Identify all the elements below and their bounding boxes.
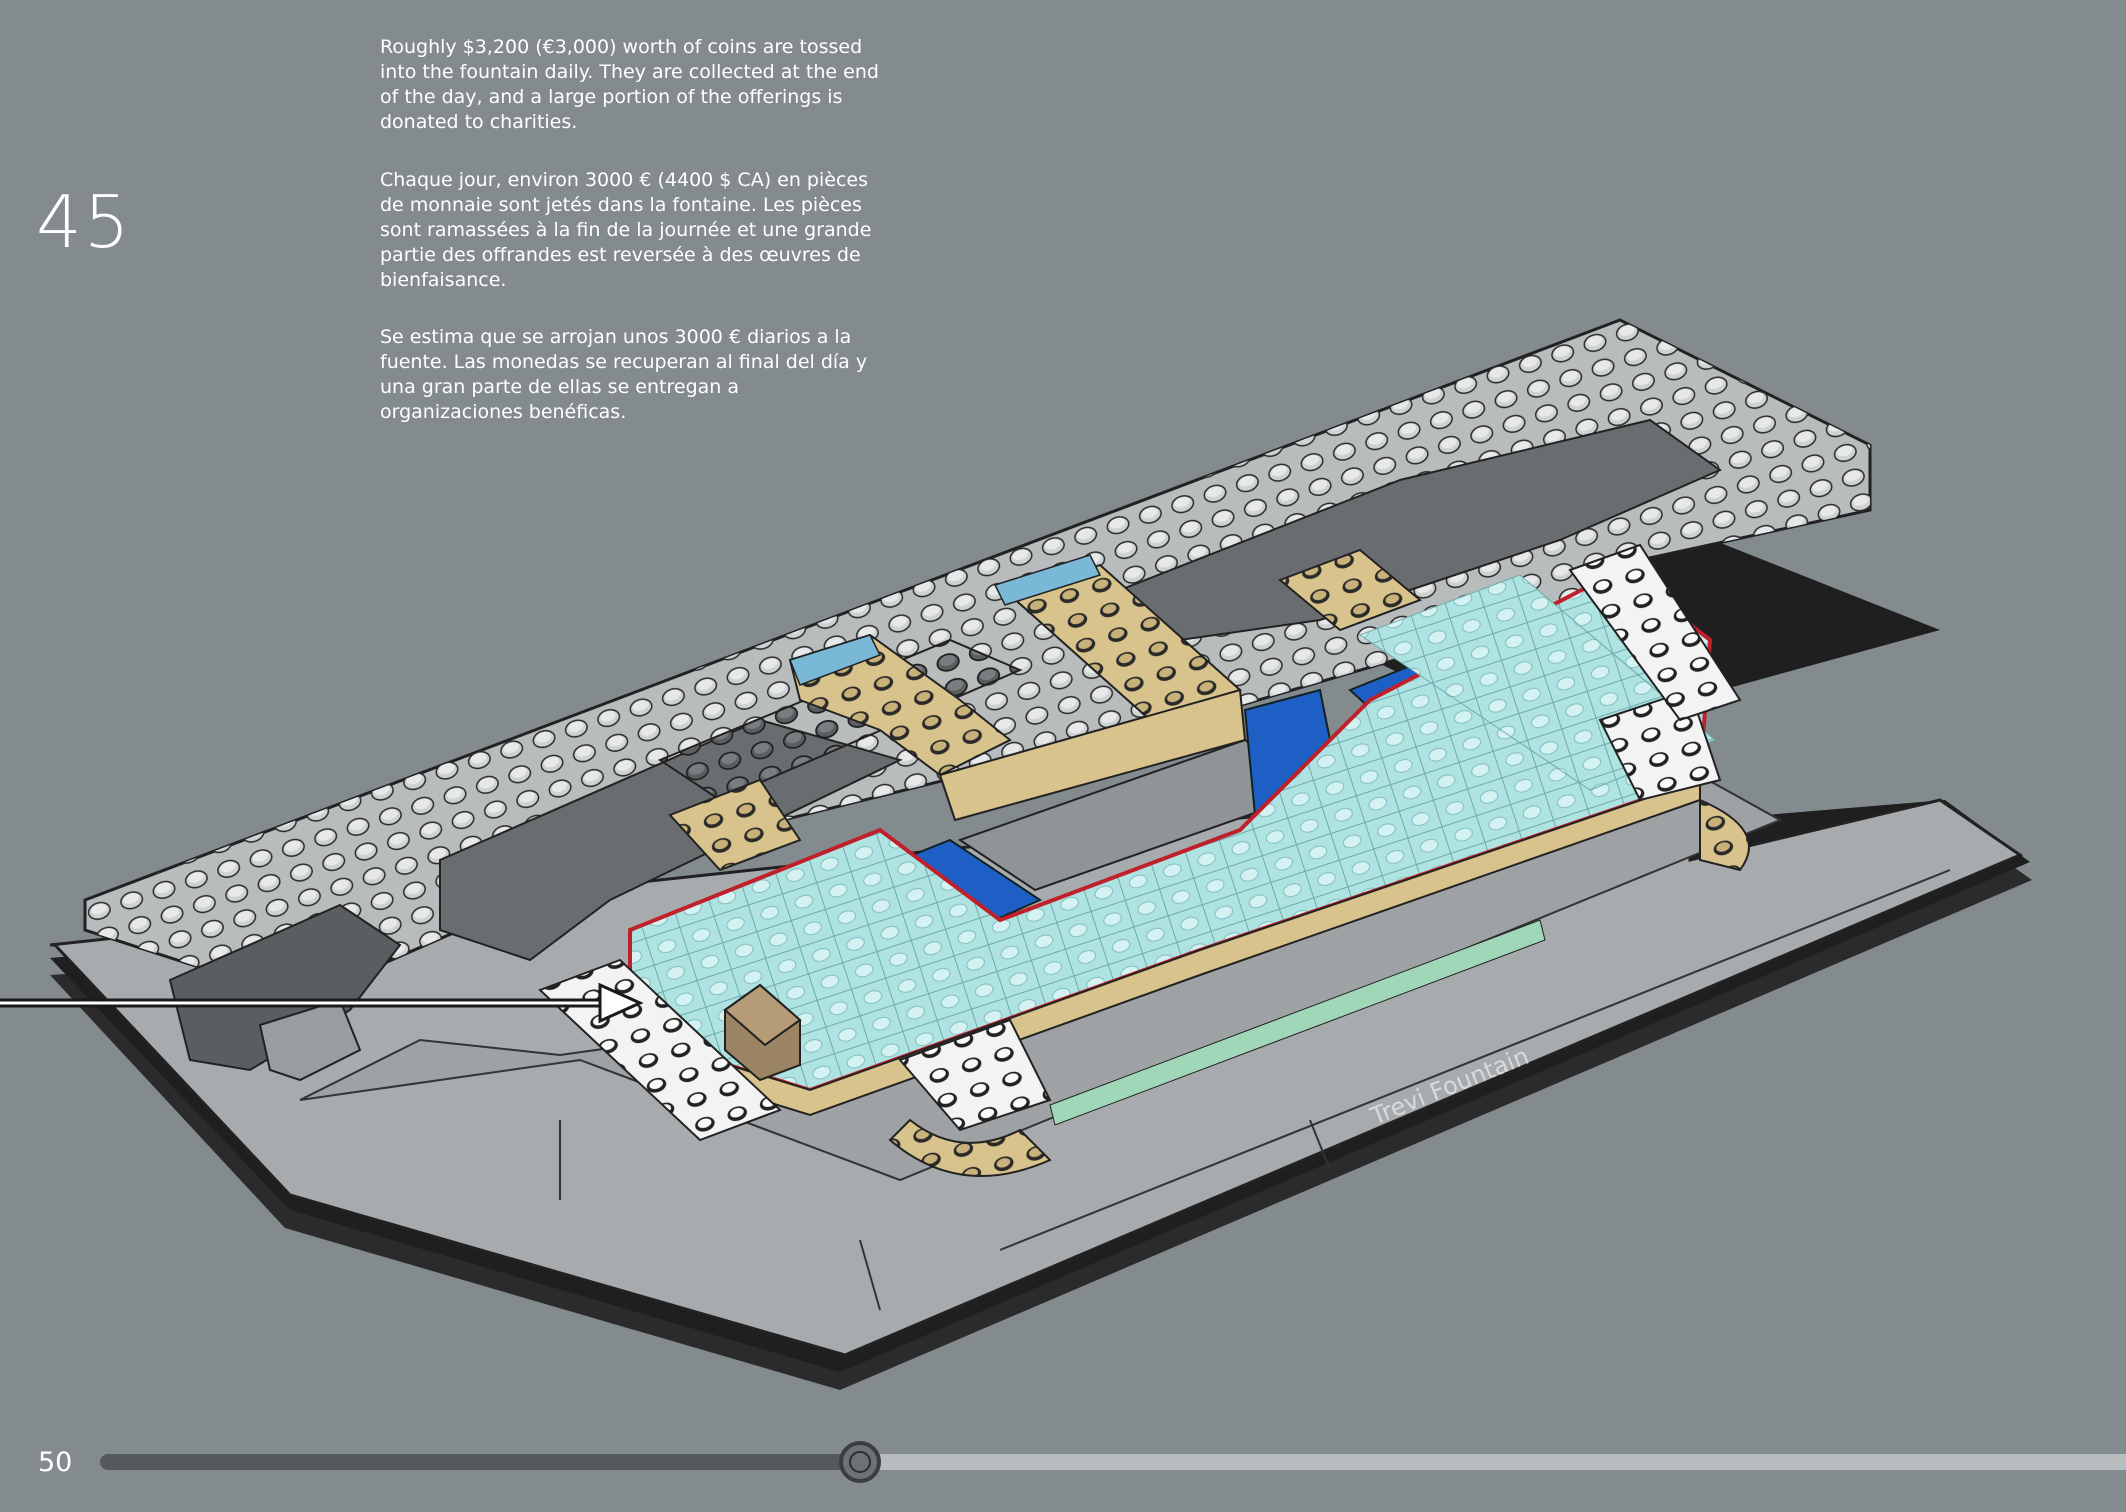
page-progress-bar[interactable] (100, 1441, 2126, 1483)
page-progress-handle[interactable] (838, 1441, 881, 1483)
page-progress-fill (100, 1454, 858, 1470)
description-english: Roughly $3,200 (€3,000) worth of coins a… (380, 36, 879, 133)
description-french: Chaque jour, environ 3000 € (4400 $ CA) … (380, 169, 872, 291)
step-number: 45 (36, 180, 132, 264)
fountain-model-illustration: Trevi Fountain (0, 318, 2032, 1390)
description-spanish: Se estima que se arrojan unos 3000 € dia… (380, 326, 868, 423)
page-number: 50 (38, 1447, 73, 1478)
